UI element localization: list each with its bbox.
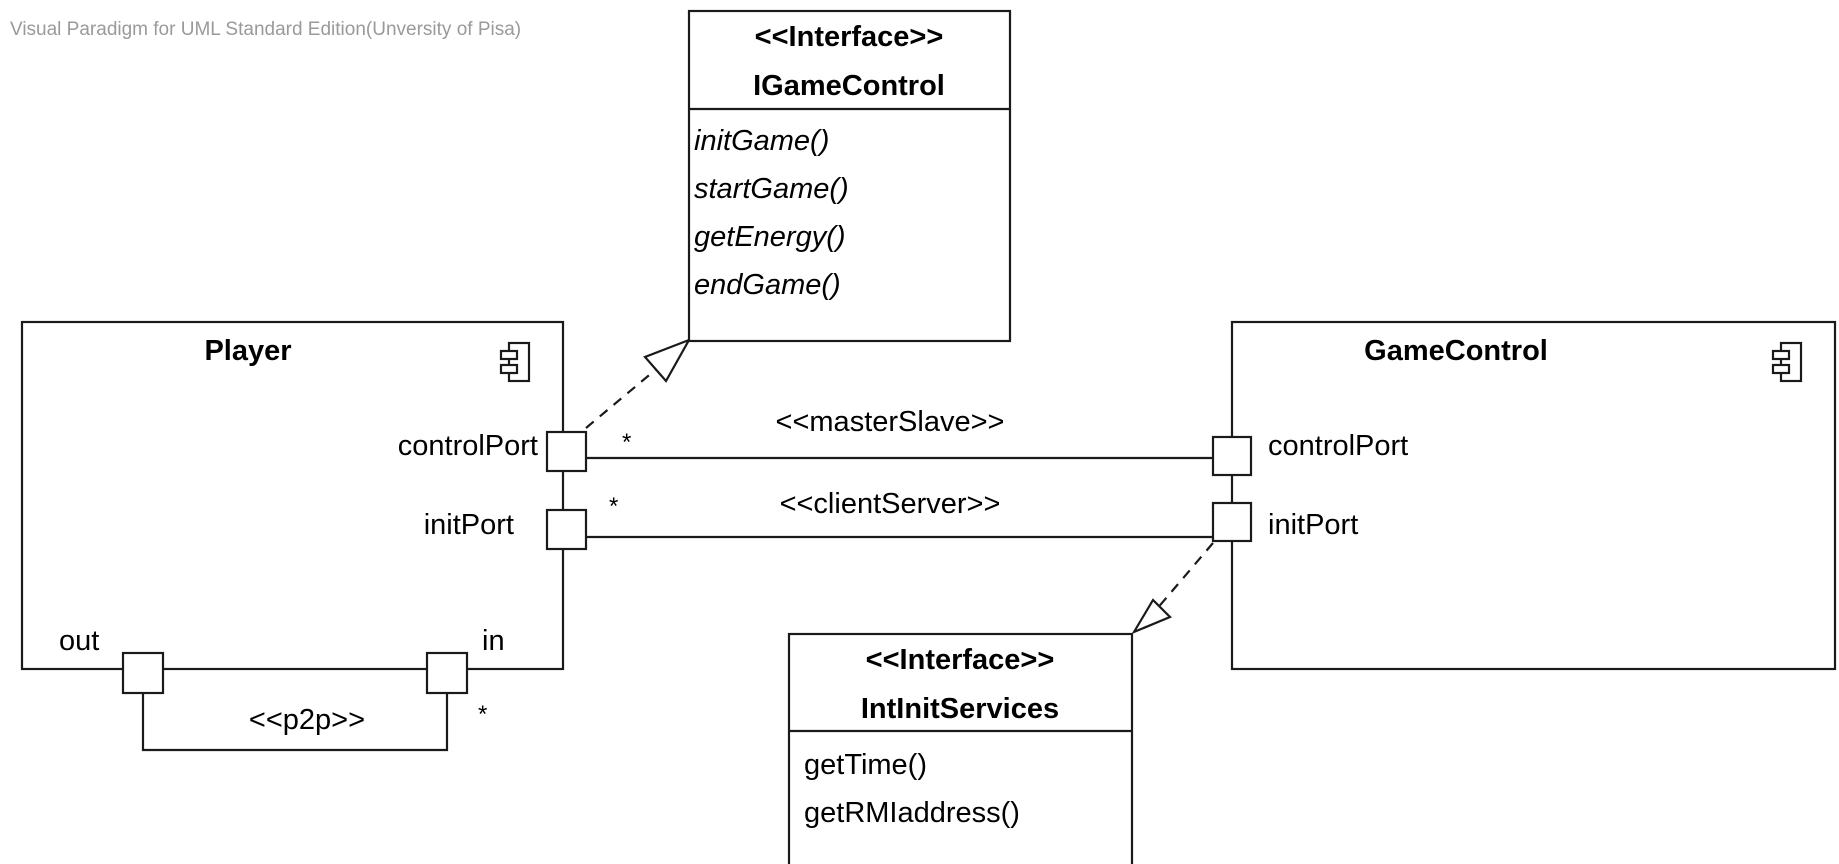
gamecontrol-box[interactable] <box>1230 320 1837 671</box>
player-out-port[interactable] <box>121 651 165 695</box>
player-in-port[interactable] <box>425 651 469 695</box>
realization-arrowhead <box>643 337 692 383</box>
gamecontrol-init-port[interactable] <box>1211 501 1253 543</box>
igamecontrol-name: IGameControl <box>753 70 945 102</box>
operation-item: startGame() <box>694 173 849 205</box>
player-control-port[interactable] <box>545 430 588 473</box>
player-title: Player <box>204 335 291 367</box>
gamecontrol-control-port-label: controlPort <box>1268 430 1408 462</box>
watermark-text: Visual Paradigm for UML Standard Edition… <box>10 19 521 40</box>
component-icon <box>1771 341 1803 383</box>
client-server-multiplicity: * <box>609 493 618 520</box>
player-init-port[interactable] <box>545 508 588 551</box>
gamecontrol-title: GameControl <box>1364 335 1548 367</box>
player-init-port-label: initPort <box>424 509 514 541</box>
igamecontrol-interface[interactable]: <<Interface>> IGameControl initGame() st… <box>687 9 1012 343</box>
intinitservices-stereotype: <<Interface>> <box>866 644 1055 676</box>
player-component[interactable]: Player <box>20 320 565 671</box>
realization-dashed-line[interactable] <box>1155 542 1214 611</box>
client-server-label: <<clientServer>> <box>780 488 1001 520</box>
gamecontrol-component[interactable]: GameControl <box>1230 320 1837 671</box>
player-in-port-label: in <box>482 625 505 657</box>
p2p-label: <<p2p>> <box>249 704 365 736</box>
intinitservices-name: IntInitServices <box>861 693 1059 725</box>
gamecontrol-init-port-label: initPort <box>1268 509 1358 541</box>
master-slave-label: <<masterSlave>> <box>776 406 1005 438</box>
igamecontrol-box[interactable] <box>687 9 1012 343</box>
operation-item: initGame() <box>694 125 829 157</box>
operation-item: getRMIaddress() <box>804 797 1020 829</box>
intinitservices-box[interactable] <box>787 632 1134 864</box>
operation-item: getTime() <box>804 749 927 781</box>
realization-arrowhead <box>1131 598 1172 635</box>
igamecontrol-stereotype: <<Interface>> <box>755 21 944 53</box>
p2p-connector[interactable] <box>141 687 449 752</box>
realization-dashed-line[interactable] <box>585 360 667 429</box>
operation-item: endGame() <box>694 269 841 301</box>
gamecontrol-control-port[interactable] <box>1211 435 1253 477</box>
p2p-multiplicity: * <box>478 701 487 728</box>
player-out-port-label: out <box>59 625 99 657</box>
component-icon <box>499 341 531 383</box>
master-slave-multiplicity: * <box>622 429 631 456</box>
intinitservices-interface[interactable]: <<Interface>> IntInitServices getTime() … <box>787 632 1134 864</box>
operation-item: getEnergy() <box>694 221 846 253</box>
player-box[interactable] <box>20 320 565 671</box>
player-control-port-label: controlPort <box>398 430 538 462</box>
